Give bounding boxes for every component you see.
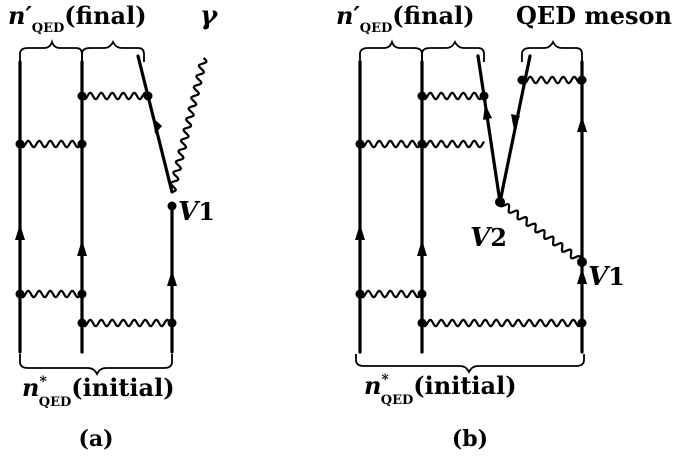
b-photon-bottom: [421, 318, 583, 328]
b-vertex-dot: [577, 75, 587, 85]
b-top-label-n: n′: [336, 1, 360, 30]
svg-text:V2: V2: [470, 223, 507, 253]
b-top-label-paren: (final): [392, 1, 474, 30]
a-v1-label: V: [178, 197, 201, 227]
brace-b-bottom: [355, 354, 585, 375]
b-vertex-dot: [577, 318, 587, 328]
a-vertex-dot: [77, 91, 87, 101]
b-arrow-up-1: [355, 224, 365, 240]
b-photon-left-lower: [359, 289, 423, 299]
meson-label: QED meson: [516, 1, 672, 30]
panel-b: n′QED(final) QED meson: [336, 1, 672, 452]
b-photon-left-upper: [359, 139, 423, 149]
gamma-label: γ: [200, 1, 219, 31]
b-bottom-sub: QED: [381, 393, 414, 408]
a-arrow-up-2: [77, 240, 87, 256]
a-photon-gamma: [169, 57, 208, 194]
a-arrow-up-3: [167, 270, 177, 286]
b-fermion-line-diag-left: [476, 54, 502, 204]
b-arrow-diag-right: [511, 114, 520, 130]
a-v1-sub: 1: [198, 197, 215, 226]
svg-text:n′QED(final): n′QED(final): [8, 1, 147, 36]
b-vertex-dot: [417, 289, 427, 299]
b-v1-label: V: [588, 262, 611, 292]
b-vertex-v1-dot: [577, 257, 587, 267]
a-photon-mid-upper: [81, 91, 149, 101]
a-bottom-label-n: n: [22, 373, 39, 402]
svg-text:n*QED(initial): n* QED(initial): [22, 373, 175, 410]
b-bottom-sup: *: [381, 372, 389, 388]
b-bottom-label-n: n: [364, 371, 381, 400]
brace-a-top-right: [81, 39, 145, 62]
panel-a: n′QED(final) γ V1: [8, 1, 219, 452]
a-arrow-diagonal: [153, 118, 162, 134]
a-top-label-paren: (final): [64, 1, 146, 30]
b-vertex-dot: [355, 139, 365, 149]
b-top-label-sub: QED: [360, 21, 393, 36]
a-top-label-n: n′: [8, 1, 32, 30]
brace-a-bottom: [19, 354, 173, 377]
b-vertex-dot: [479, 91, 489, 101]
b-v1-sub: 1: [608, 262, 625, 291]
b-arrow-diag-left: [483, 104, 492, 120]
a-vertex-dot: [15, 139, 25, 149]
a-arrow-up-1: [15, 224, 25, 240]
a-photon-left-upper: [19, 139, 83, 149]
a-vertex-dot: [15, 289, 25, 299]
svg-text:n*QED(initial): n* QED(initial): [364, 371, 517, 408]
a-vertex-dot: [167, 318, 177, 328]
b-vertex-v2-dot: [495, 197, 505, 207]
b-arrow-up-3: [577, 116, 587, 132]
a-bottom-sub: QED: [39, 395, 72, 410]
svg-text:V1: V1: [588, 262, 625, 292]
a-bottom-paren: (initial): [71, 373, 174, 402]
b-vertex-dot: [517, 75, 527, 85]
b-arrow-up-4: [577, 268, 587, 284]
brace-b-top-mid: [421, 39, 485, 62]
a-vertex-dot: [77, 289, 87, 299]
b-vertex-dot: [417, 91, 427, 101]
a-bottom-sup: *: [39, 374, 47, 390]
b-v2-sub: 2: [490, 223, 507, 252]
brace-a-top-left: [19, 39, 83, 62]
a-photon-left-lower: [19, 289, 83, 299]
svg-text:n′QED(final): n′QED(final): [336, 1, 475, 36]
b-photon-mid-upper: [421, 91, 485, 101]
b-arrow-up-2: [417, 240, 427, 256]
svg-text:V1: V1: [178, 197, 215, 227]
b-bottom-paren: (initial): [413, 371, 516, 400]
a-top-label-sub: QED: [32, 21, 65, 36]
b-photon-mid-2: [421, 139, 485, 149]
b-vertex-dot: [417, 139, 427, 149]
a-vertex-dot: [143, 91, 153, 101]
b-vertex-dot: [355, 289, 365, 299]
caption-a: (a): [78, 426, 113, 452]
brace-b-top-left: [359, 39, 423, 62]
b-vertex-dot: [417, 318, 427, 328]
caption-b: (b): [452, 426, 488, 452]
b-v2-label: V: [470, 223, 493, 253]
a-vertex-dot: [77, 318, 87, 328]
b-photon-v2-v1: [498, 201, 582, 265]
brace-b-top-right: [521, 39, 583, 62]
a-vertex-v1-dot: [167, 201, 177, 211]
b-photon-meson: [521, 75, 583, 85]
a-vertex-dot: [77, 139, 87, 149]
a-photon-mid-lower: [81, 318, 173, 328]
